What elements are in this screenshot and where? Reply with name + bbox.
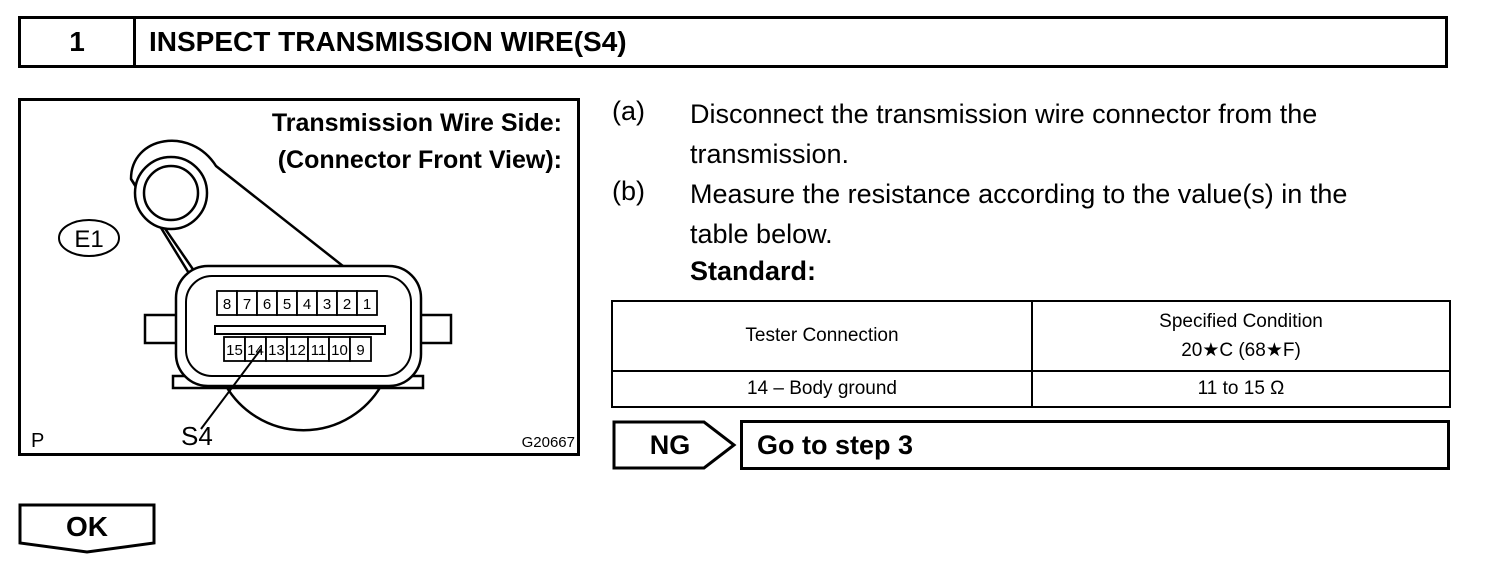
wire-tag: S4 (181, 421, 213, 451)
pin-top-number: 5 (283, 296, 291, 313)
pin-top-number: 6 (263, 296, 271, 313)
ng-action-text: Go to step 3 (757, 429, 914, 460)
figure-label-line1: Transmission Wire Side: (272, 109, 562, 137)
instruction-b-line1: Measure the resistance according to the … (690, 179, 1348, 209)
pin-bottom-number: 9 (356, 342, 364, 359)
connector-housing-inner (185, 275, 412, 377)
wire-leader-line (200, 348, 262, 430)
instruction-a-text: Disconnect the transmission wire connect… (690, 94, 1452, 174)
instruction-b-letter: (b) (612, 176, 645, 206)
corner-mark: P (31, 430, 44, 452)
pin-top-cell (356, 290, 378, 316)
instruction-b-text: Measure the resistance according to the … (690, 174, 1452, 254)
ng-label: NG (649, 429, 691, 460)
pin-bottom-number: 12 (289, 342, 306, 359)
pin-bottom-number: 10 (331, 342, 348, 359)
mount-hole-inner (142, 164, 200, 222)
figure-label-line2: (Connector Front View): (278, 146, 562, 174)
step-header: 1 INSPECT TRANSMISSION WIRE(S4) (18, 16, 1448, 68)
header-condition-line1: Specified Condition (1159, 310, 1323, 332)
ng-arrow-shape (612, 420, 737, 470)
ng-action-box[interactable]: Go to step 3 (740, 420, 1450, 470)
cell-connection: 14 – Body ground (611, 370, 1033, 408)
instruction-a-line2: transmission. (690, 139, 850, 169)
connector-tag: E1 (74, 226, 103, 253)
pin-top-number: 8 (223, 296, 231, 313)
cell-condition: 11 to 15 Ω (1031, 370, 1451, 408)
pin-bottom-number: 14 (247, 342, 264, 359)
standard-label: Standard: (690, 256, 817, 286)
pin-bottom-number: 11 (311, 342, 327, 359)
pin-bottom-cell (349, 336, 372, 362)
table-row: 14 – Body ground 11 to 15 Ω (611, 370, 1451, 408)
spec-table: Tester Connection Specified Condition 20… (611, 300, 1451, 408)
instruction-a-letter: (a) (612, 96, 645, 126)
ok-arrow-shape (18, 503, 156, 554)
pin-top-number: 7 (243, 296, 251, 313)
pin-top-number: 1 (363, 296, 371, 313)
header-specified-condition: Specified Condition 20★C (68★F) (1031, 300, 1451, 372)
pin-top-number: 4 (303, 296, 311, 313)
instruction-b-line2: table below. (690, 219, 833, 249)
step-title: INSPECT TRANSMISSION WIRE(S4) (149, 26, 627, 57)
pin-top-number: 2 (343, 296, 351, 313)
body-arc (224, 385, 383, 432)
key-slot (214, 325, 386, 335)
connector-tag-oval (58, 219, 120, 257)
figure-id: G20667 (522, 434, 575, 451)
instruction-a-line1: Disconnect the transmission wire connect… (690, 99, 1318, 129)
bracket-arm (129, 139, 385, 303)
header-condition-line2: 20★C (68★F) (1181, 339, 1301, 361)
pin-top-number: 3 (323, 296, 331, 313)
step-number: 1 (21, 19, 136, 65)
mount-hole-outer (133, 155, 209, 231)
pin-bottom-number: 13 (268, 342, 285, 359)
table-header-row: Tester Connection Specified Condition 20… (611, 300, 1451, 372)
header-tester-connection: Tester Connection (611, 300, 1033, 372)
pin-bottom-number: 15 (226, 342, 243, 359)
ok-label: OK (66, 511, 108, 542)
